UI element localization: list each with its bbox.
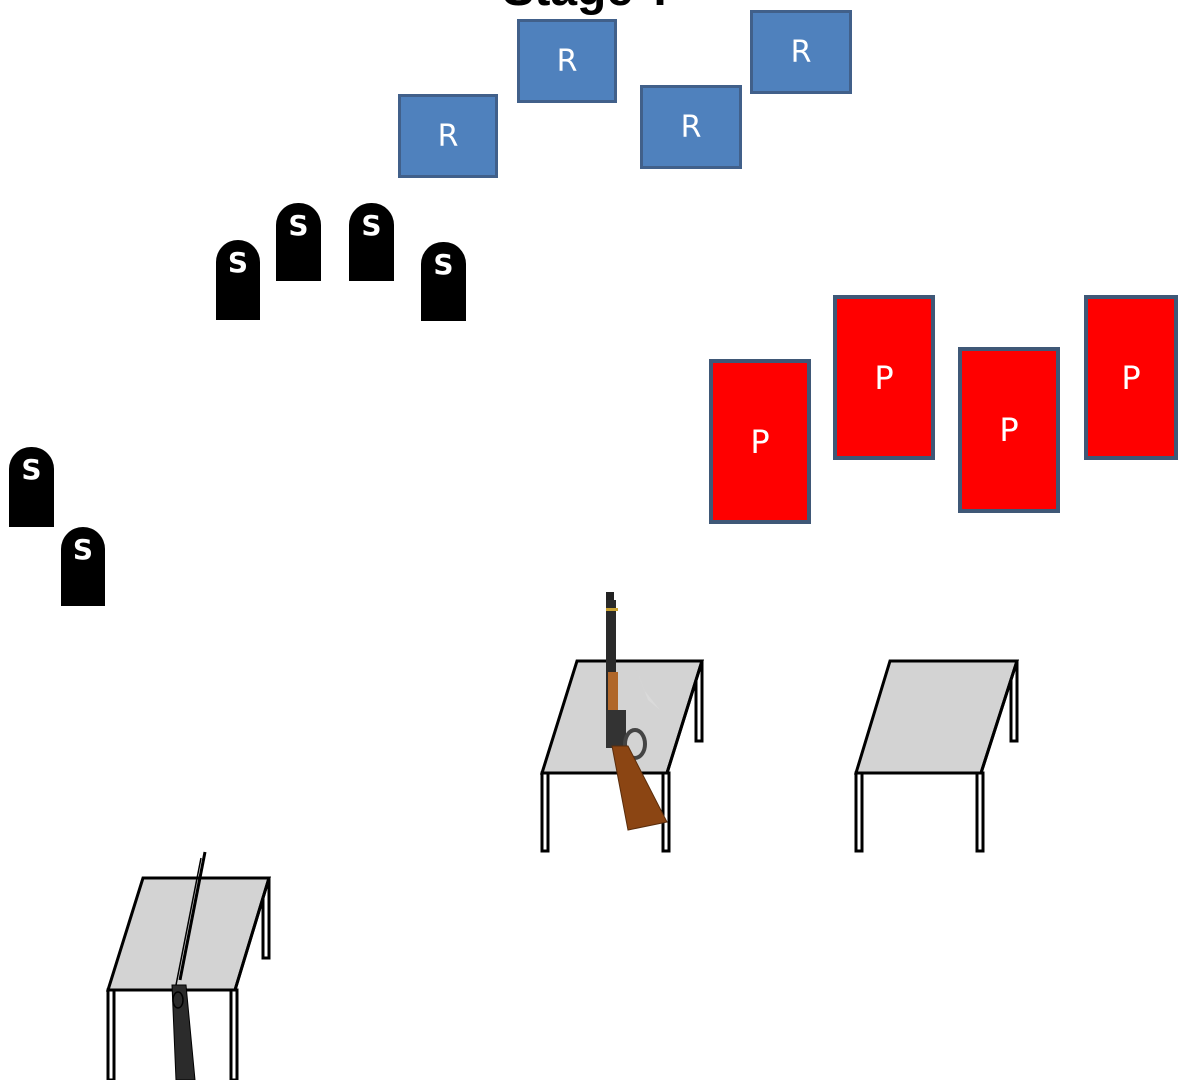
shotgun-target: S <box>216 240 260 320</box>
rifle-target: R <box>398 94 498 178</box>
rifle-target: R <box>640 85 742 169</box>
pistol-target: P <box>958 347 1060 513</box>
table-right <box>853 659 1020 853</box>
pistol-target: P <box>709 359 811 524</box>
pistol-target: P <box>1084 295 1178 460</box>
lever-action-rifle <box>606 592 668 831</box>
shotgun-target: S <box>349 203 394 281</box>
rifle-target: R <box>517 19 617 103</box>
shotgun-target: S <box>276 203 321 281</box>
shotgun-target: S <box>421 242 466 321</box>
shotgun-target: S <box>61 527 105 606</box>
pistol-target: P <box>833 295 935 460</box>
shotgun <box>171 851 207 1080</box>
rifle-target: R <box>750 10 852 94</box>
shotgun-target: S <box>9 447 54 527</box>
stage-title: Stage ? <box>0 0 1178 17</box>
